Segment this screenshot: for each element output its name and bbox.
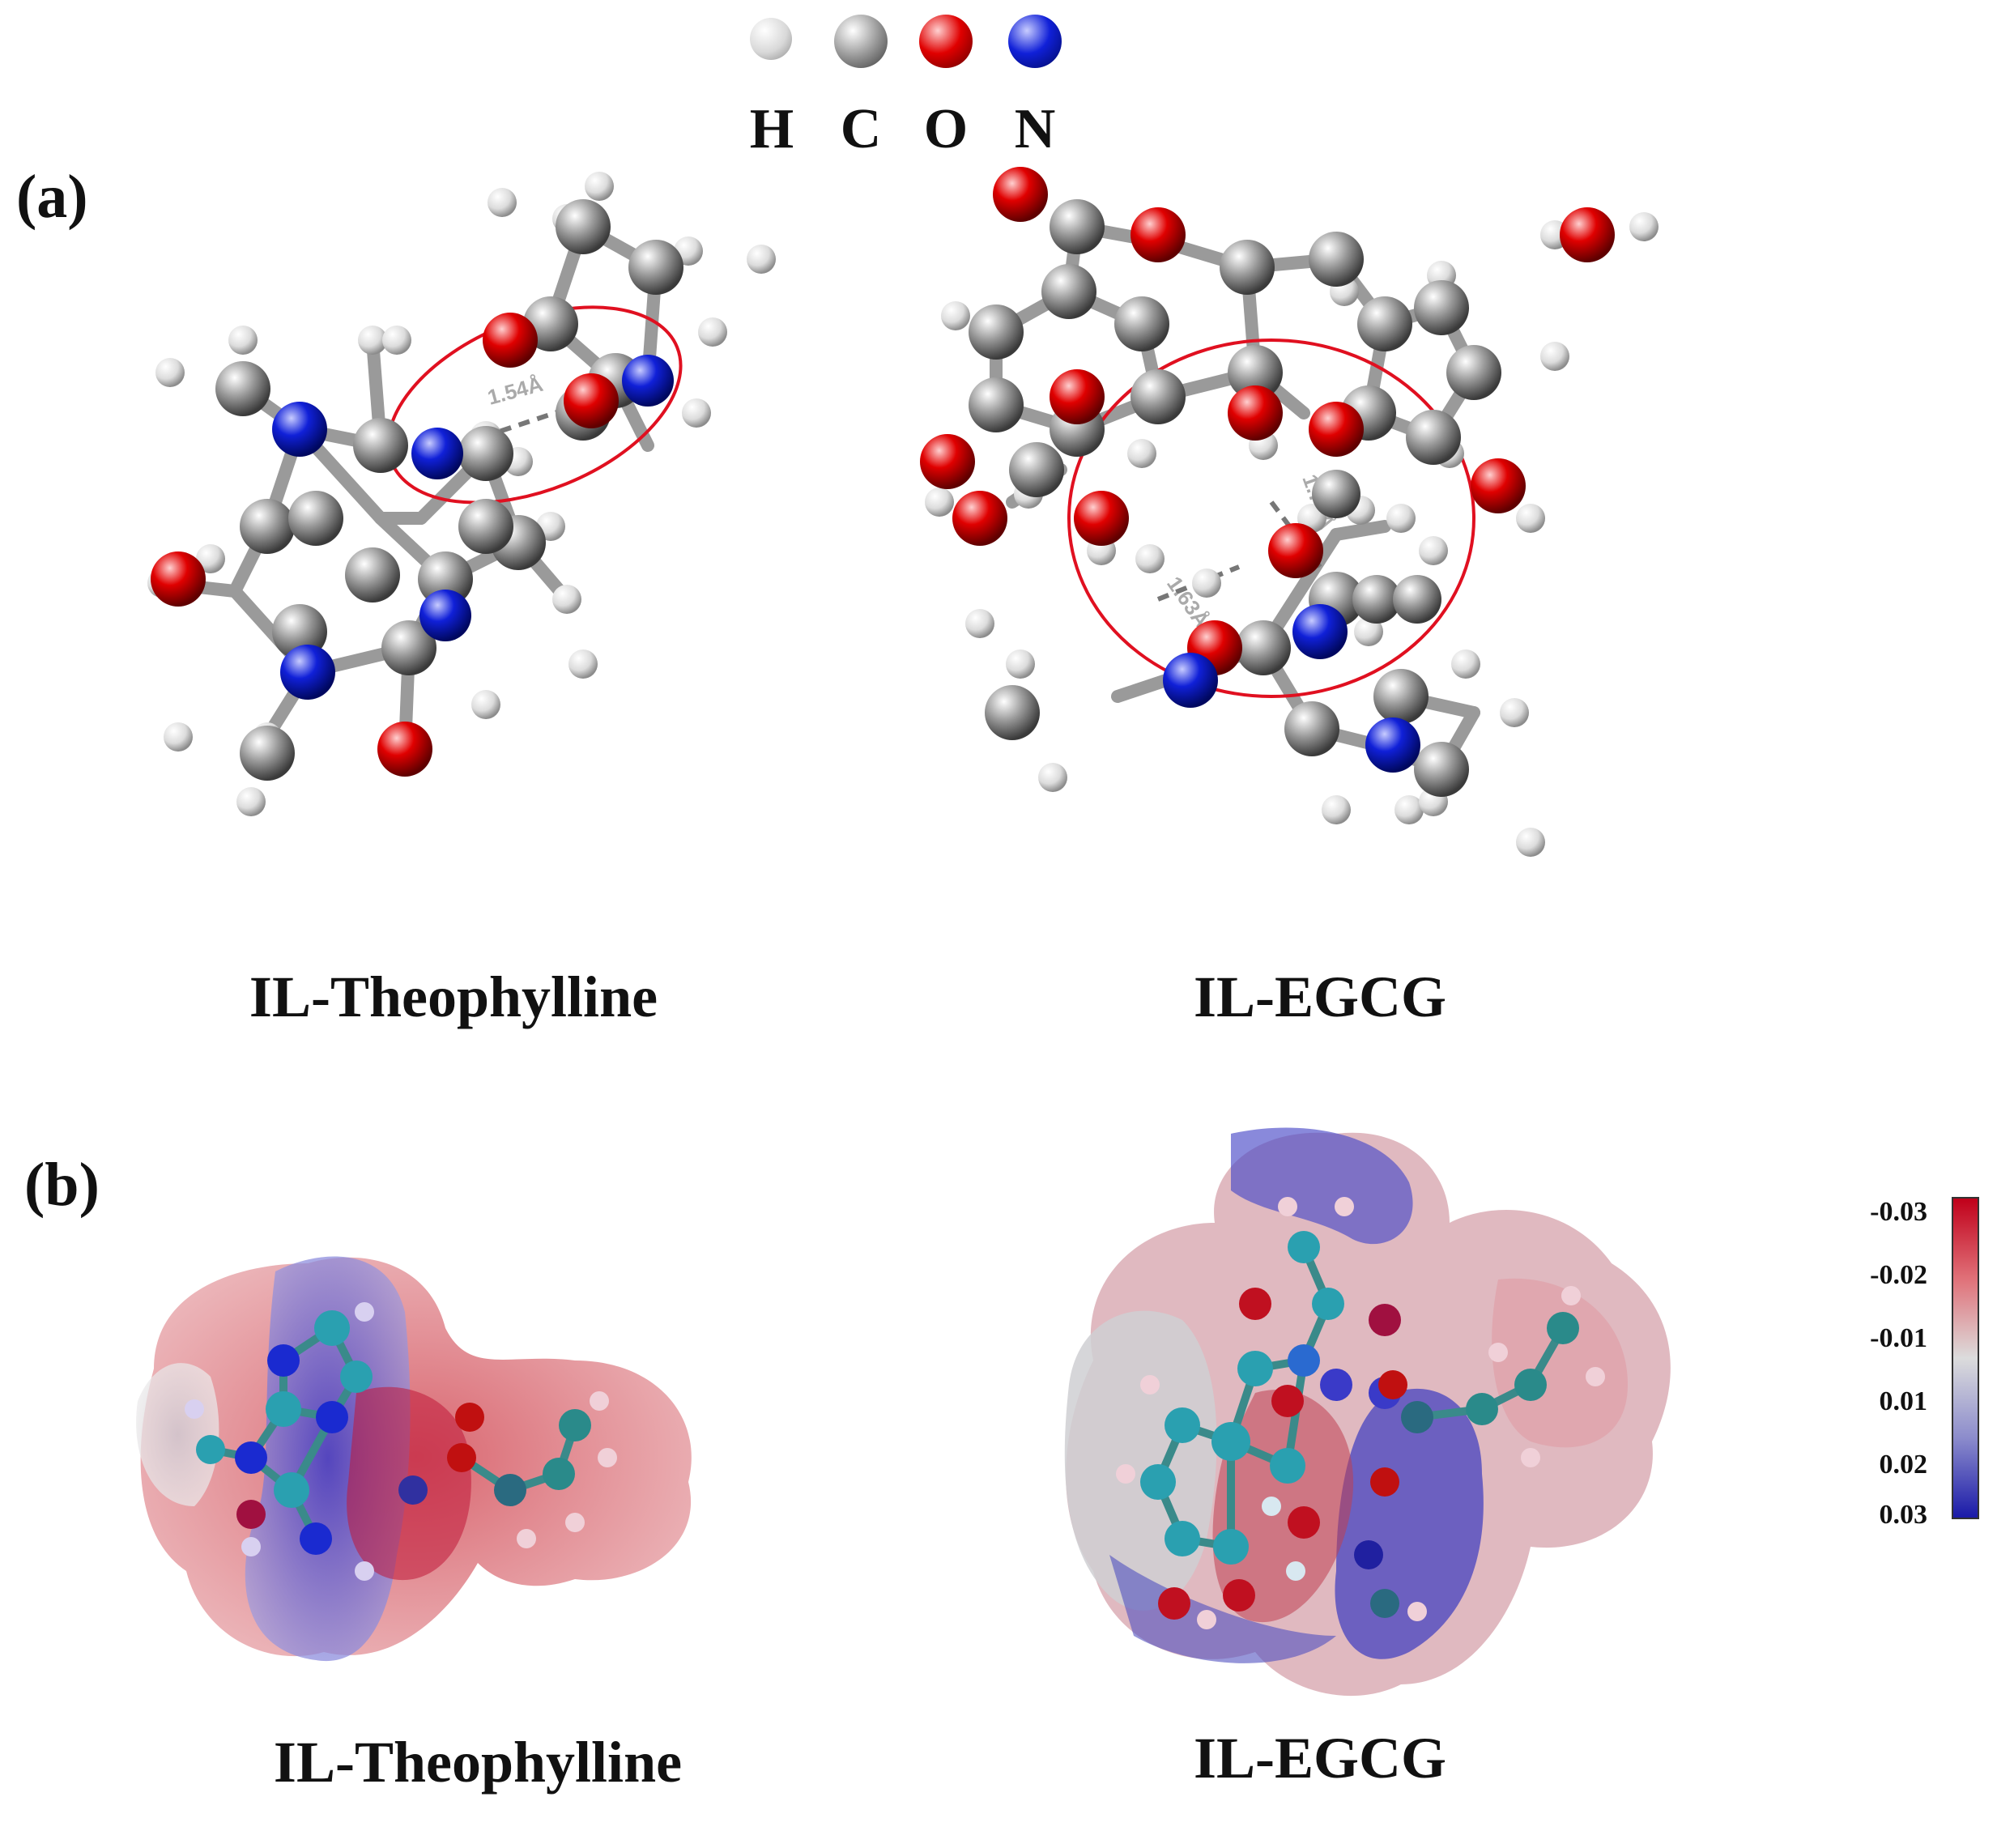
panel-a-left-title: IL-Theophylline [249,964,658,1029]
left-hbond-distance-label: 1.54Å [485,372,546,410]
colorbar-tick-3: -0.01 [1870,1323,1927,1353]
legend-o-atom-icon [919,15,973,68]
legend-o-label: O [923,98,969,160]
il-egcg-mep-surface [1064,1127,1671,1697]
colorbar-gradient [1952,1197,1979,1519]
il-theophylline-mep-surface [136,1256,692,1662]
panel-a-label: (a) [16,163,88,231]
il-egcg-ball-stick-model: 1.63Å 1.70Å [920,167,1658,857]
legend-h-label: H [749,98,794,160]
legend-c-atom-icon [834,15,888,68]
legend-c-label: C [840,98,882,160]
legend-n-label: N [1014,98,1056,160]
legend-h-atom-icon [750,18,792,60]
colorbar-tick-1: -0.03 [1870,1197,1927,1227]
colorbar-tick-6: 0.03 [1879,1500,1928,1530]
il-theophylline-ball-stick-model: 1.54Å [147,172,776,816]
panel-b-right-title: IL-EGCG [1193,1726,1447,1791]
legend-n-atom-icon [1008,15,1062,68]
panel-a-right-title: IL-EGCG [1193,964,1447,1029]
panel-b-label: (b) [24,1151,100,1219]
colorbar-tick-2: -0.02 [1870,1260,1927,1290]
colorbar-tick-5: 0.02 [1879,1450,1928,1480]
colorbar-tick-4: 0.01 [1879,1386,1928,1416]
panel-b-left-title: IL-Theophylline [273,1730,683,1795]
